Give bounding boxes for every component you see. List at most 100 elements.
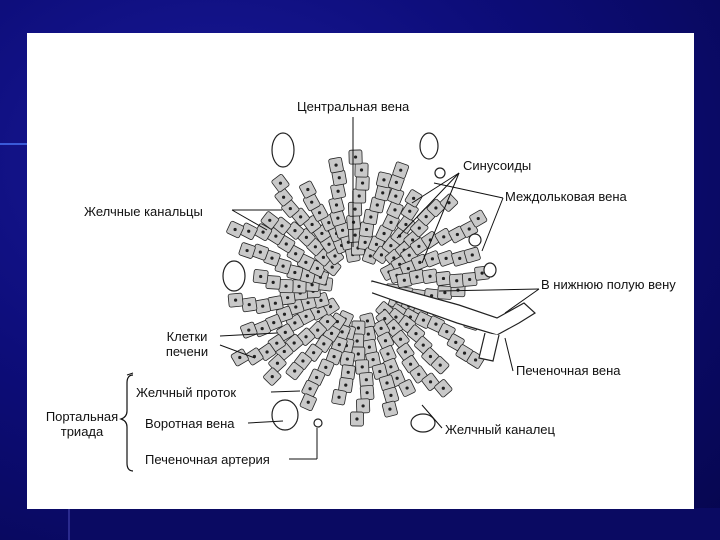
nucleus [281, 265, 284, 268]
nucleus [234, 228, 237, 231]
nucleus [403, 279, 406, 282]
rim-vessel [435, 168, 445, 178]
nucleus [326, 320, 329, 323]
nucleus [306, 188, 309, 191]
nucleus [335, 203, 338, 206]
nucleus [247, 329, 250, 332]
nucleus [284, 285, 287, 288]
nucleus [388, 408, 391, 411]
nucleus [308, 387, 311, 390]
nucleus [409, 363, 412, 366]
nucleus [468, 278, 471, 281]
nucleus [272, 321, 275, 324]
nucleus [316, 267, 319, 270]
nucleus [268, 219, 271, 222]
nucleus [283, 313, 286, 316]
nucleus [404, 223, 407, 226]
nucleus [248, 303, 251, 306]
label-bile-canaliculi: Желчные канальцы [84, 204, 203, 219]
nucleus [314, 245, 317, 248]
nucleus [445, 330, 448, 333]
rim-vessel [272, 400, 298, 430]
nucleus [379, 327, 382, 330]
nucleus [471, 253, 474, 256]
nucleus [365, 378, 368, 381]
nucleus [272, 281, 275, 284]
nucleus [392, 327, 395, 330]
nucleus [405, 386, 408, 389]
nucleus [304, 335, 307, 338]
nucleus [378, 370, 381, 373]
nucleus [407, 267, 410, 270]
nucleus [344, 384, 347, 387]
nucleus [320, 232, 323, 235]
nucleus [414, 332, 417, 335]
nucleus [360, 168, 363, 171]
label-portal-triad-1: Портальная [37, 409, 127, 424]
nucleus [322, 342, 325, 345]
nucleus [347, 371, 350, 374]
nucleus [361, 181, 364, 184]
nucleus [315, 376, 318, 379]
nucleus [366, 319, 369, 322]
nucleus [389, 394, 392, 397]
nucleus [305, 315, 308, 318]
nucleus [418, 226, 421, 229]
nucleus [361, 365, 364, 368]
nucleus [361, 404, 364, 407]
label-liver-cells-1: Клетки [157, 329, 217, 344]
nucleus [297, 285, 300, 288]
nucleus [375, 243, 378, 246]
nucleus [434, 206, 437, 209]
nucleus [274, 235, 277, 238]
nucleus [332, 355, 335, 358]
nucleus [367, 332, 370, 335]
nucleus [477, 217, 480, 220]
nucleus [306, 274, 309, 277]
nucleus [316, 329, 319, 332]
nucleus [341, 229, 344, 232]
nucleus [259, 275, 262, 278]
slide-panel: Центральная вена Синусоиды Междольковая … [27, 33, 694, 509]
nucleus [327, 221, 330, 224]
nucleus [293, 229, 296, 232]
hepatic-vein-branch [479, 333, 499, 361]
leader-line [482, 198, 503, 251]
nucleus [307, 401, 310, 404]
nucleus [365, 228, 368, 231]
leader-line [271, 391, 300, 392]
nucleus [294, 252, 297, 255]
nucleus [310, 201, 313, 204]
label-hepatic-vein: Печеночная вена [516, 363, 621, 378]
nucleus [329, 305, 332, 308]
nucleus [280, 224, 283, 227]
nucleus [354, 155, 357, 158]
label-portal-vein: Воротная вена [145, 416, 235, 431]
label-bile-duct: Желчный проток [136, 385, 236, 400]
rim-vessel [411, 414, 435, 432]
nucleus [279, 182, 282, 185]
nucleus [357, 352, 360, 355]
nucleus [312, 351, 315, 354]
nucleus [311, 283, 314, 286]
nucleus [474, 358, 477, 361]
nucleus [442, 387, 445, 390]
nucleus [334, 164, 337, 167]
label-central-vein: Центральная вена [297, 99, 409, 114]
nucleus [274, 302, 277, 305]
nucleus [372, 358, 375, 361]
rim-vessel [272, 133, 294, 167]
nucleus [408, 254, 411, 257]
nucleus [319, 299, 322, 302]
nucleus [327, 243, 330, 246]
nucleus [366, 391, 369, 394]
nucleus [376, 203, 379, 206]
nucleus [394, 315, 397, 318]
nucleus [481, 272, 484, 275]
decorative-line-vertical [68, 508, 70, 540]
nucleus [411, 238, 414, 241]
rim-vessel [420, 133, 438, 159]
nucleus [381, 191, 384, 194]
nucleus [468, 227, 471, 230]
nucleus [431, 257, 434, 260]
